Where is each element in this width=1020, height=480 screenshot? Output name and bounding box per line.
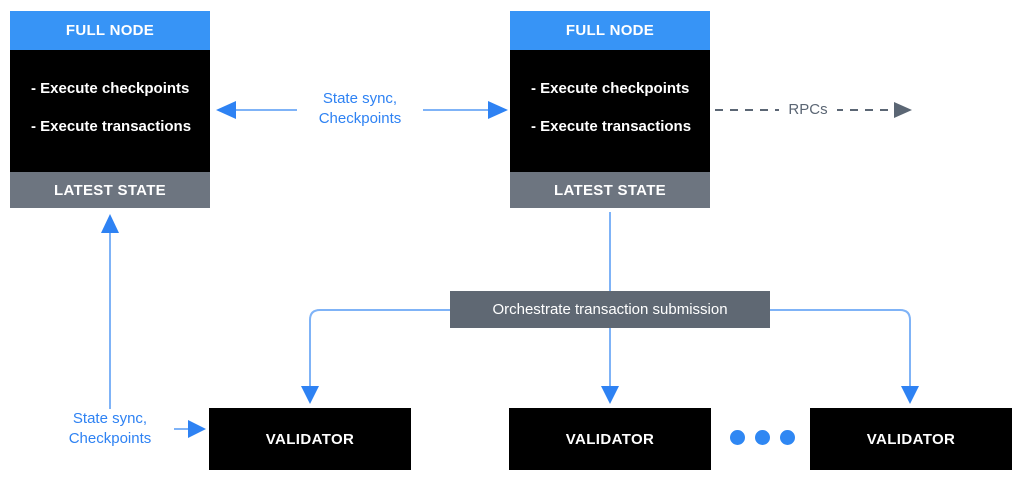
full-node-body: - Execute checkpoints - Execute transact… (10, 50, 210, 172)
validator-sync-up-arrow (101, 214, 119, 412)
validator-ellipsis (730, 430, 795, 445)
validator-box-3: VALIDATOR (810, 408, 1012, 470)
arrow-right-icon (188, 420, 206, 438)
orchestrator-right-branch (770, 309, 919, 404)
orchestrator-bar: Orchestrate transaction submission (450, 291, 770, 328)
latest-state-bar: LATEST STATE (10, 172, 210, 208)
arrow-down-icon (601, 386, 619, 404)
state-sync-label-line1: State sync, (72, 410, 148, 427)
state-sync-label-line1: State sync, (322, 90, 398, 107)
arrow-right-icon (894, 102, 912, 118)
state-sync-label-line2: Checkpoints (318, 110, 402, 127)
validator-box-1: VALIDATOR (209, 408, 411, 470)
full-node-left: FULL NODE - Execute checkpoints - Execut… (10, 11, 210, 208)
full-node-body: - Execute checkpoints - Execute transact… (510, 50, 710, 172)
state-sync-label-bottom: State sync, Checkpoints (46, 409, 174, 449)
arrow-right-icon (488, 101, 508, 119)
ellipsis-dot (730, 430, 745, 445)
full-node-body-line: - Execute checkpoints (531, 80, 690, 97)
node-to-orchestrator-line (601, 212, 619, 404)
full-node-right: FULL NODE - Execute checkpoints - Execut… (510, 11, 710, 208)
ellipsis-dot (780, 430, 795, 445)
state-sync-label-line2: Checkpoints (68, 430, 152, 447)
full-node-body-line: - Execute transactions (531, 118, 692, 135)
rpcs-dashed-arrow (715, 102, 912, 118)
arrow-down-icon (301, 386, 319, 404)
full-node-body-line: - Execute transactions (31, 118, 192, 135)
arrow-down-icon (901, 386, 919, 404)
ellipsis-dot (755, 430, 770, 445)
full-node-title: FULL NODE (510, 11, 710, 50)
arrow-up-icon (101, 214, 119, 233)
validator-box-2: VALIDATOR (509, 408, 711, 470)
arrow-left-icon (216, 101, 236, 119)
orchestrator-left-branch (301, 309, 450, 404)
rpcs-label: RPCs (779, 100, 837, 120)
full-node-body-line: - Execute checkpoints (31, 80, 190, 97)
state-sync-label-top: State sync, Checkpoints (297, 89, 423, 129)
latest-state-bar: LATEST STATE (510, 172, 710, 208)
full-node-title: FULL NODE (10, 11, 210, 50)
